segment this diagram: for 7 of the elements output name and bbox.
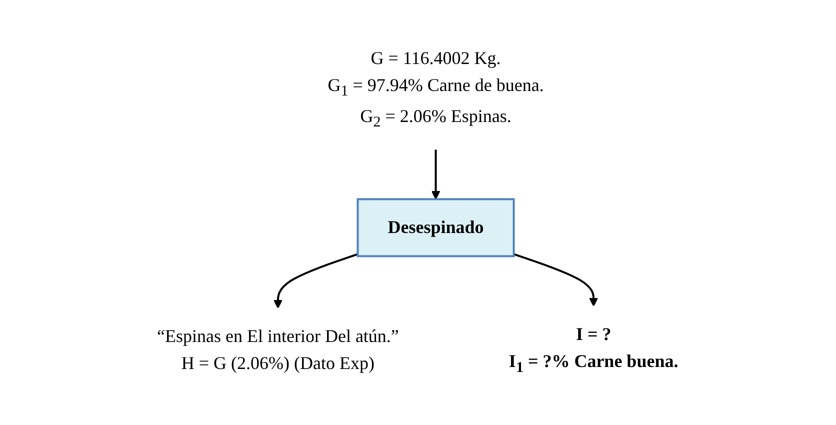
node-text: G = 116.4002 Kg. G$_{1}$ = 97.94% Carne de buena. G$_{2}$ = 2.06% Espinas. [328, 48, 544, 132]
node-text: I = ? I$_{1}$ = ?% Carne buena. [509, 324, 679, 376]
arrow [274, 254, 358, 309]
node-box: Desespinado [357, 198, 516, 258]
arrow [432, 150, 441, 200]
node-text: “Espinas en El interior Del atún.” H = G (2.06%) (Dato Exp) [157, 326, 400, 374]
arrow [514, 254, 598, 307]
